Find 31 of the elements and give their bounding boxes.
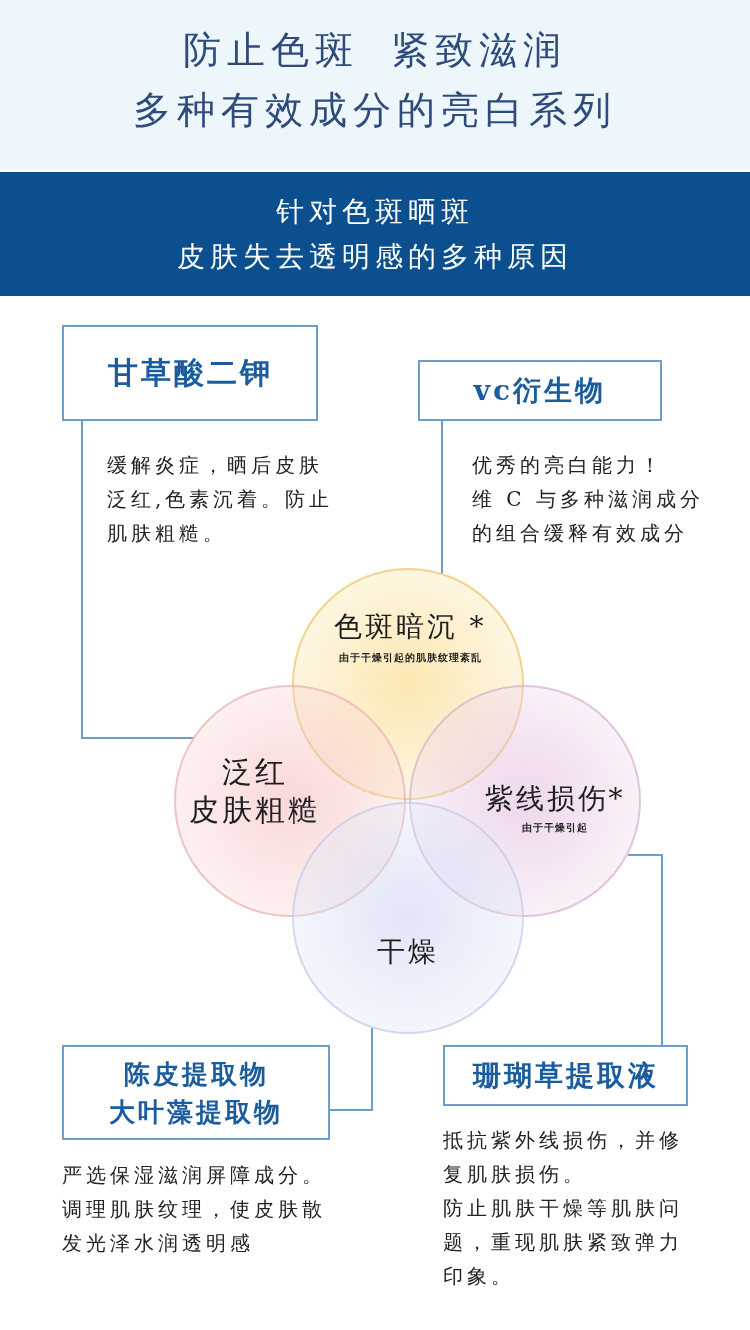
circle-label: 干燥 (377, 934, 439, 970)
description-text: 缓解炎症，晒后皮肤泛红,色素沉着。防止肌肤粗糙。 (107, 452, 335, 547)
ingredient-name: vc衍生物 (473, 372, 607, 409)
connector-line (627, 854, 663, 1046)
description-text: 严选保湿滋润屏障成分。 (62, 1162, 327, 1189)
ingredient-box (62, 325, 318, 421)
circle-label: 紫线损伤* (484, 781, 626, 817)
description-text: 防止肌肤干燥等肌肤问题，重现肌肤紧致弹力印象。 (443, 1195, 684, 1290)
band-heading: 皮肤失去透明感的多种原因 (177, 239, 573, 275)
connector-line (441, 420, 443, 574)
title: 防止色斑 紧致滋润多种有效成分的亮白系列 (133, 27, 617, 134)
ingredient-box (443, 1045, 688, 1106)
description-text: 调理肌肤纹理，使皮肤散发光泽水润透明感 (62, 1196, 327, 1257)
ingredient-box (418, 360, 662, 421)
connector-line (81, 420, 194, 739)
description-text: 抵抗紫外线损伤，并修复肌肤损伤。 (443, 1127, 684, 1188)
circle-label: 色斑暗沉 * (333, 609, 487, 645)
connector-line (329, 1027, 373, 1111)
circle-note: 由于干燥引起的肌肤纹理紊乱 (338, 651, 482, 665)
ingredient-name: 大叶藻提取物 (109, 1095, 283, 1129)
ingredient-box (62, 1045, 330, 1140)
circle-label: 皮肤粗糙 (189, 791, 321, 829)
heading-band (0, 172, 750, 296)
ingredient-name: 陈皮提取物 (123, 1057, 269, 1091)
ingredient-name: 甘草酸二钾 (107, 354, 273, 392)
band-heading: 针对色斑晒斑 (276, 194, 474, 230)
circle-note: 由于干燥引起 (522, 821, 588, 835)
description-text: 维 C 与多种滋润成分的组合缓释有效成分 (472, 486, 706, 547)
description-text: 优秀的亮白能力！ (472, 452, 665, 479)
circle-label: 泛红 (222, 753, 288, 791)
ingredient-name: 珊瑚草提取液 (472, 1057, 659, 1094)
